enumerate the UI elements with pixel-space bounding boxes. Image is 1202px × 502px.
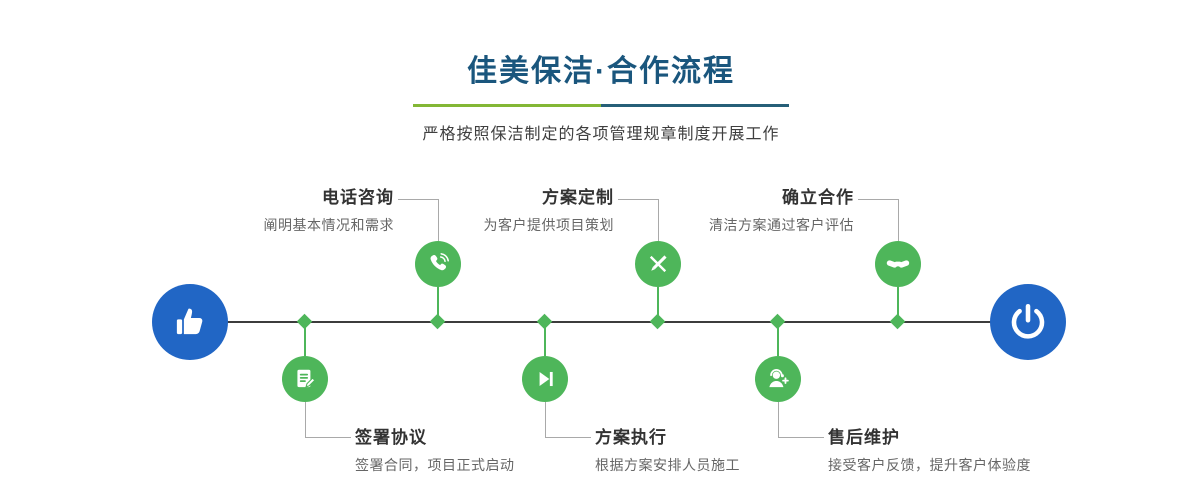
step-phone-consult: 电话咨询 阐明基本情况和需求: [264, 188, 395, 234]
customer-support-icon: [765, 366, 791, 392]
step-establish-cooperation: 确立合作 清洁方案通过客户评估: [709, 188, 854, 234]
connector: [898, 199, 899, 241]
connector: [545, 437, 591, 438]
step-after-sales: 售后维护 接受客户反馈，提升客户体验度: [828, 428, 1031, 474]
timeline-start-terminal: [152, 284, 228, 360]
page-subtitle: 严格按照保洁制定的各项管理规章制度开展工作: [422, 126, 780, 143]
step-desc: 阐明基本情况和需求: [263, 217, 394, 233]
connector: [305, 402, 306, 437]
node-stem: [544, 327, 546, 356]
node-plan-design: [635, 241, 681, 287]
node-after-sales: [755, 356, 801, 402]
connector: [618, 199, 658, 200]
connector: [778, 437, 824, 438]
step-title: 方案执行: [595, 428, 667, 447]
design-tools-icon: [645, 251, 671, 277]
connector: [398, 199, 438, 200]
timeline-marker: [769, 313, 786, 330]
step-title: 售后维护: [828, 428, 900, 447]
divider-teal-segment: [601, 104, 789, 107]
handshake-icon: [885, 251, 911, 277]
step-desc: 根据方案安排人员施工: [595, 457, 740, 473]
node-stem: [437, 287, 439, 317]
node-plan-execution: [522, 356, 568, 402]
step-desc: 为客户提供项目策划: [483, 217, 614, 233]
timeline-marker: [889, 313, 906, 330]
step-plan-design: 方案定制 为客户提供项目策划: [484, 188, 615, 234]
page-title: 佳美保洁·合作流程: [467, 55, 735, 88]
node-stem: [304, 327, 306, 356]
step-title: 电话咨询: [322, 188, 394, 207]
connector: [305, 437, 351, 438]
node-sign-agreement: [282, 356, 328, 402]
step-desc: 接受客户反馈，提升客户体验度: [828, 457, 1031, 473]
node-stem: [897, 287, 899, 317]
timeline-marker: [296, 313, 313, 330]
step-sign-agreement: 签署协议 签署合同，项目正式启动: [355, 428, 515, 474]
step-title: 签署协议: [355, 428, 427, 447]
contract-icon: [292, 366, 318, 392]
timeline-end-terminal: [990, 284, 1066, 360]
divider-green-segment: [413, 104, 601, 107]
hand-pointer-icon: [169, 301, 211, 343]
play-next-icon: [532, 366, 558, 392]
node-stem: [777, 327, 779, 356]
timeline-line: [190, 321, 1030, 323]
connector: [778, 402, 779, 437]
step-desc: 签署合同，项目正式启动: [355, 457, 515, 473]
timeline-marker: [536, 313, 553, 330]
connector: [658, 199, 659, 241]
phone-icon: [425, 251, 451, 277]
connector: [858, 199, 898, 200]
connector: [545, 402, 546, 437]
step-desc: 清洁方案通过客户评估: [709, 217, 854, 233]
step-plan-execution: 方案执行 根据方案安排人员施工: [595, 428, 740, 474]
connector: [438, 199, 439, 241]
node-phone-consult: [415, 241, 461, 287]
node-establish-cooperation: [875, 241, 921, 287]
step-title: 方案定制: [542, 188, 614, 207]
timeline-marker: [429, 313, 446, 330]
title-divider: [413, 104, 789, 107]
node-stem: [657, 287, 659, 317]
step-title: 确立合作: [782, 188, 854, 207]
header: 佳美保洁·合作流程 严格按照保洁制定的各项管理规章制度开展工作: [0, 0, 1202, 144]
timeline-marker: [649, 313, 666, 330]
power-icon: [1007, 301, 1049, 343]
